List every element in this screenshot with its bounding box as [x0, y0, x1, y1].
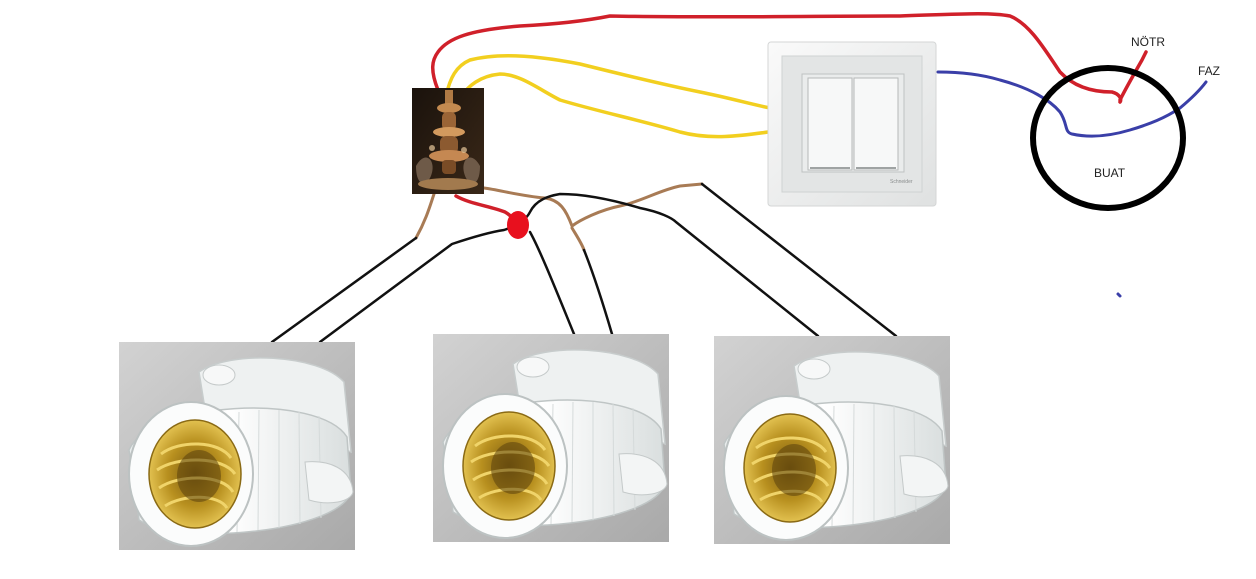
brown-wire-drop	[570, 226, 586, 252]
blue-wire-group	[936, 70, 1208, 298]
red-wire-notr	[1118, 50, 1148, 102]
yellow-wire-2	[460, 72, 770, 139]
blue-wire-dot	[1116, 292, 1122, 298]
buat-label: BUAT	[1094, 166, 1126, 180]
red-wire-main	[431, 11, 1123, 104]
black-wire-s1-b	[318, 192, 820, 344]
yellow-wire-group	[444, 53, 772, 139]
lamp-socket-icon	[117, 340, 357, 552]
double-switch-icon: Schneider	[767, 41, 937, 207]
switch-rocker-right	[853, 77, 899, 171]
buat-circle	[1030, 65, 1186, 211]
black-wire-group	[270, 182, 898, 344]
chandelier-icon	[412, 88, 484, 194]
lamp-socket-2	[431, 332, 671, 544]
switch-brand-mark: Schneider	[890, 179, 913, 185]
blue-wire-faz	[936, 70, 1208, 138]
lamp-socket-1	[117, 340, 357, 552]
notr-label: NÖTR	[1131, 35, 1165, 49]
switch-rocker-left	[807, 77, 853, 171]
brown-wire-main	[482, 182, 704, 228]
yellow-wire-1	[444, 53, 772, 110]
brown-wire-left	[414, 192, 436, 240]
black-wire-s1-a	[270, 236, 418, 344]
brown-wire-group	[414, 182, 704, 252]
lamp-socket-3	[712, 334, 952, 546]
junction-box-icon	[1030, 65, 1186, 211]
black-wire-s3	[700, 182, 898, 338]
lamp-socket-icon	[712, 334, 952, 546]
black-wire-s2-b	[582, 248, 614, 336]
black-wire-s2-a	[528, 230, 576, 336]
lamp-socket-icon	[431, 332, 671, 544]
junction-dot	[507, 211, 529, 239]
faz-label: FAZ	[1198, 64, 1220, 78]
